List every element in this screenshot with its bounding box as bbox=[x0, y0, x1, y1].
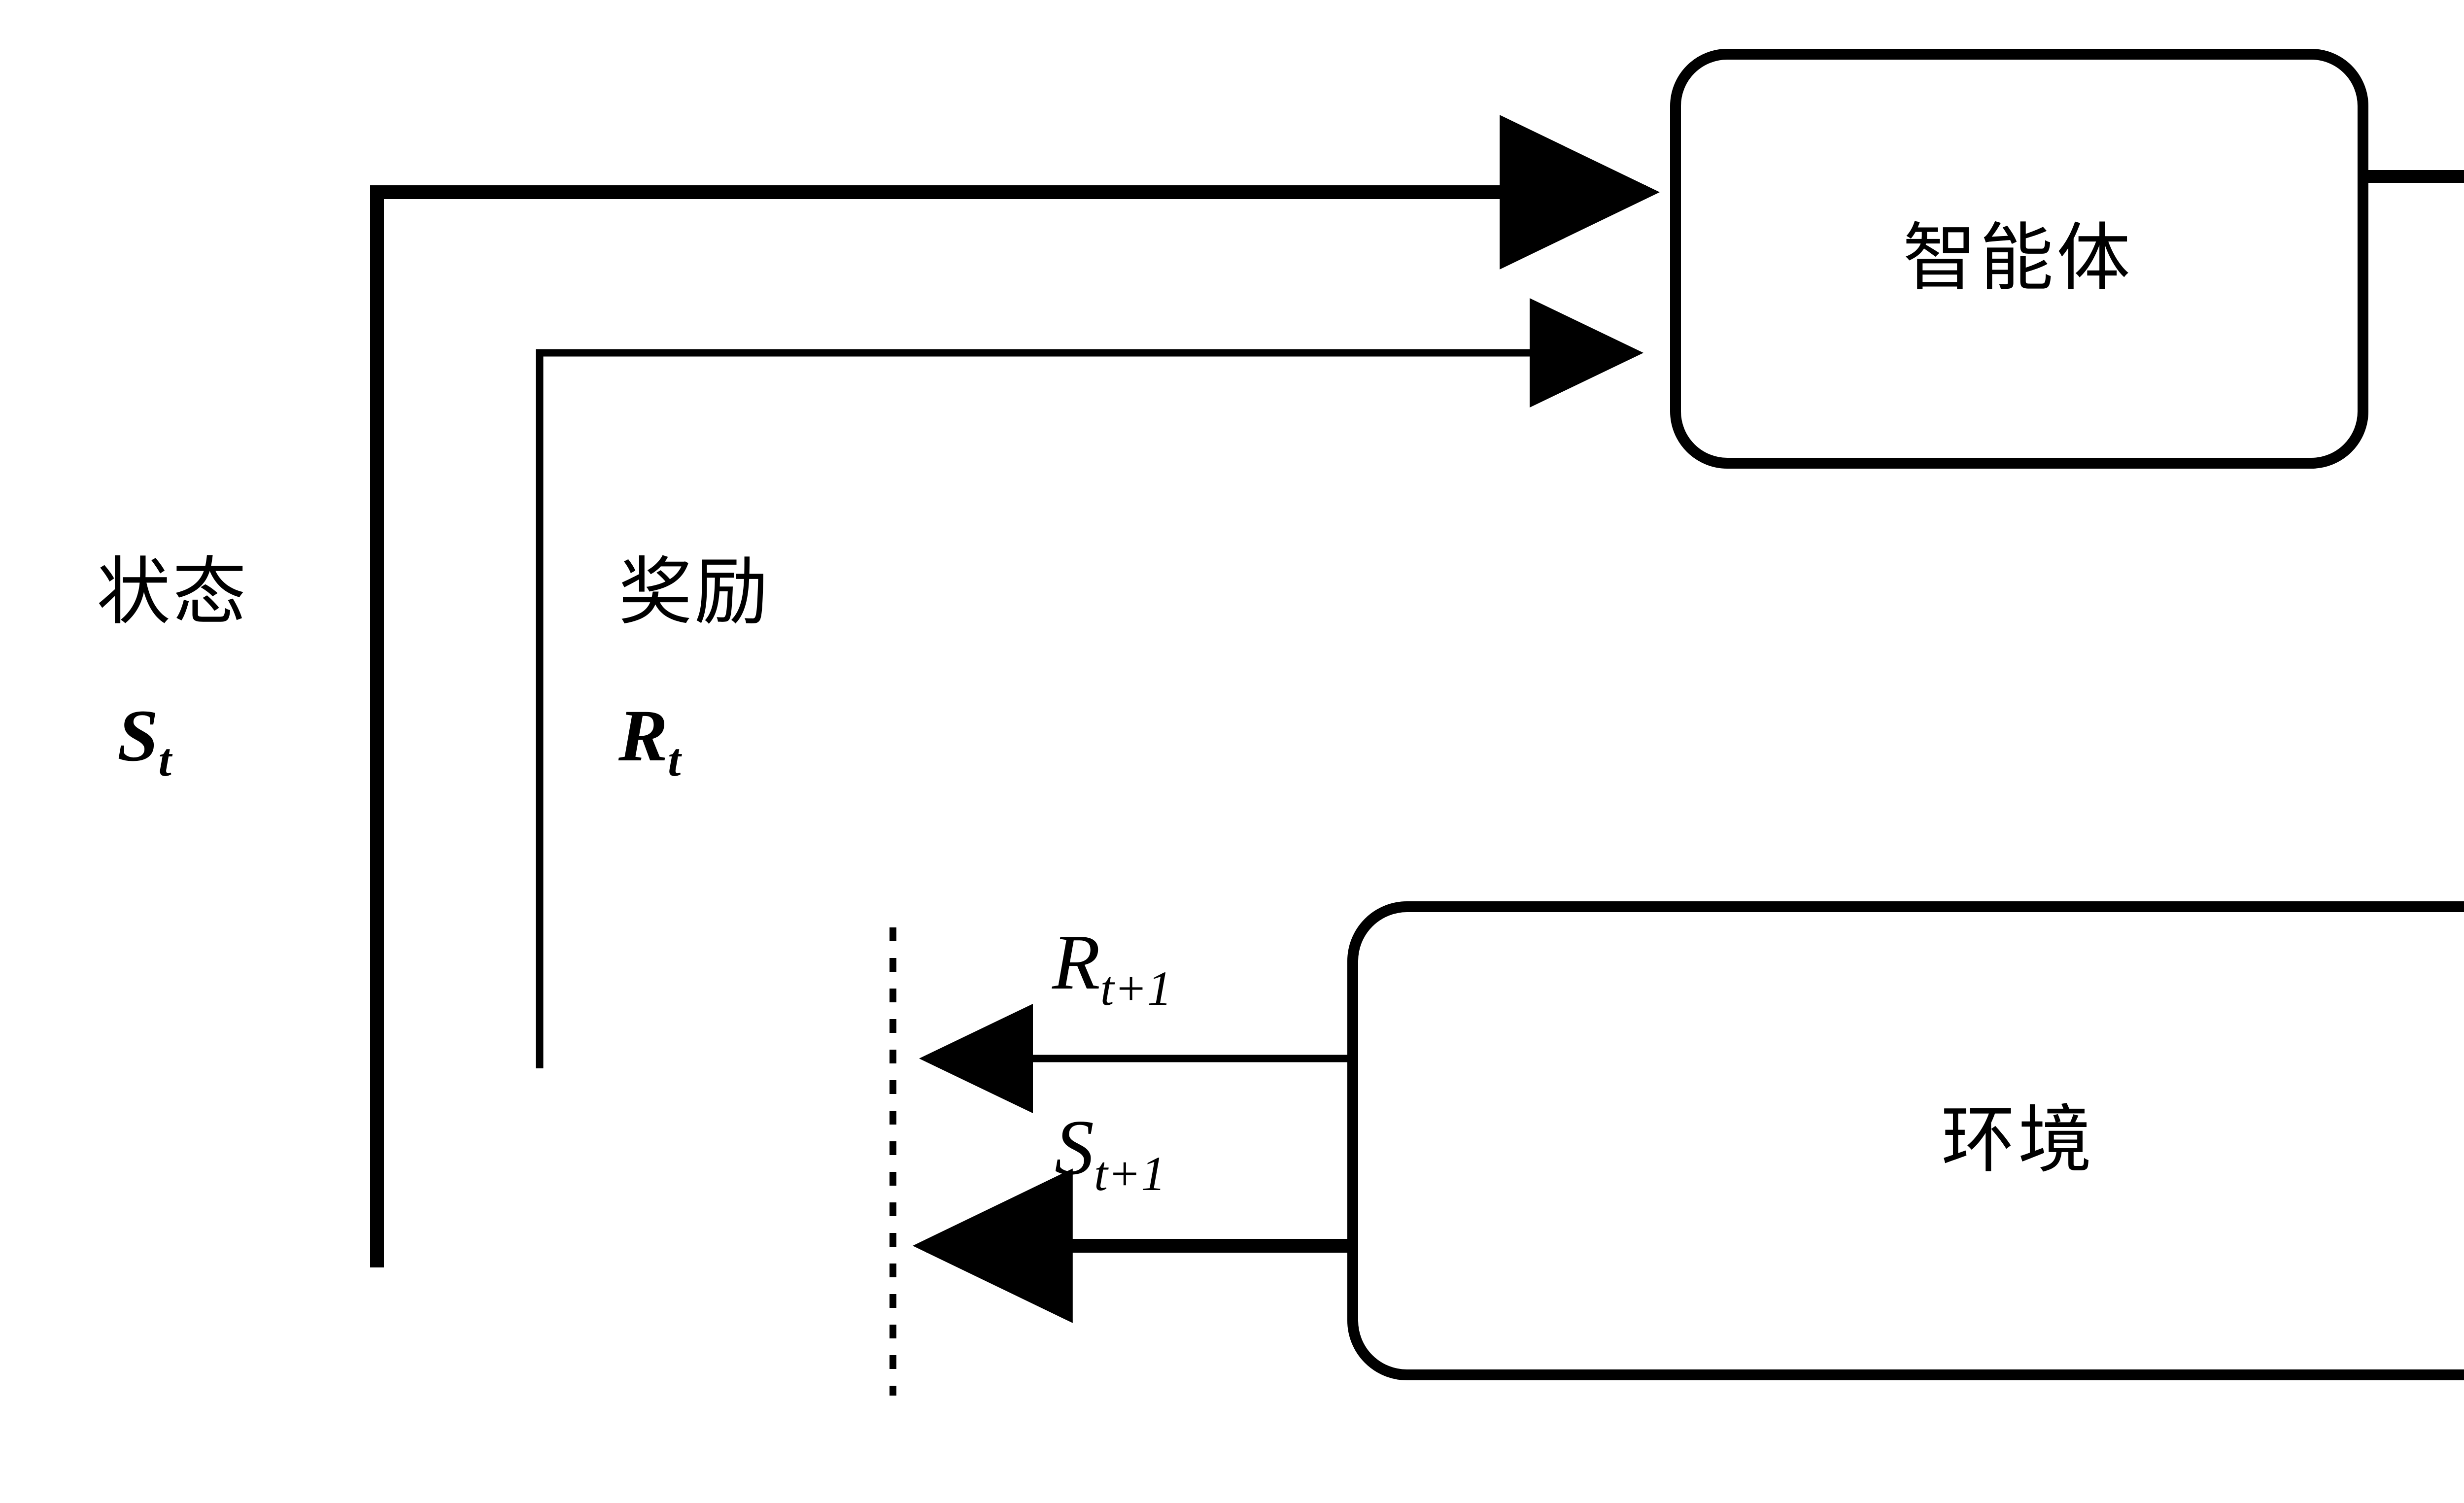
reward-word-label: 奖励 bbox=[618, 556, 770, 630]
next-state-label: St+1 bbox=[1055, 1108, 1165, 1198]
state-word-label: 状态 bbox=[97, 556, 248, 630]
agent-box bbox=[1670, 49, 2368, 469]
next-state-subscript-text: t+1 bbox=[1094, 1146, 1166, 1201]
next-reward-subscript-text: t+1 bbox=[1100, 961, 1172, 1016]
environment-label: 环境 bbox=[1880, 909, 2156, 1372]
next-reward-label: Rt+1 bbox=[1052, 922, 1172, 1013]
state-subscript-text: t bbox=[158, 734, 171, 786]
agent-label: 智能体 bbox=[1846, 15, 2190, 503]
state-symbol-text: S bbox=[117, 695, 159, 777]
state-symbol-label: St bbox=[117, 699, 171, 784]
reward-subscript-text: t bbox=[668, 734, 681, 786]
state-edge-path bbox=[370, 115, 1660, 1267]
next-reward-symbol-text: R bbox=[1052, 918, 1100, 1006]
environment-box bbox=[1347, 901, 2464, 1380]
state-word-text: 状态 bbox=[97, 552, 249, 634]
reward-symbol-text: R bbox=[618, 695, 668, 777]
reward-edge-path bbox=[536, 298, 1644, 1068]
environment-label-text: 环境 bbox=[1941, 1100, 2095, 1182]
agent-label-text: 智能体 bbox=[1902, 218, 2133, 300]
reward-word-text: 奖励 bbox=[618, 552, 771, 634]
next-state-symbol-text: S bbox=[1055, 1103, 1094, 1191]
reward-symbol-label: Rt bbox=[618, 699, 681, 784]
